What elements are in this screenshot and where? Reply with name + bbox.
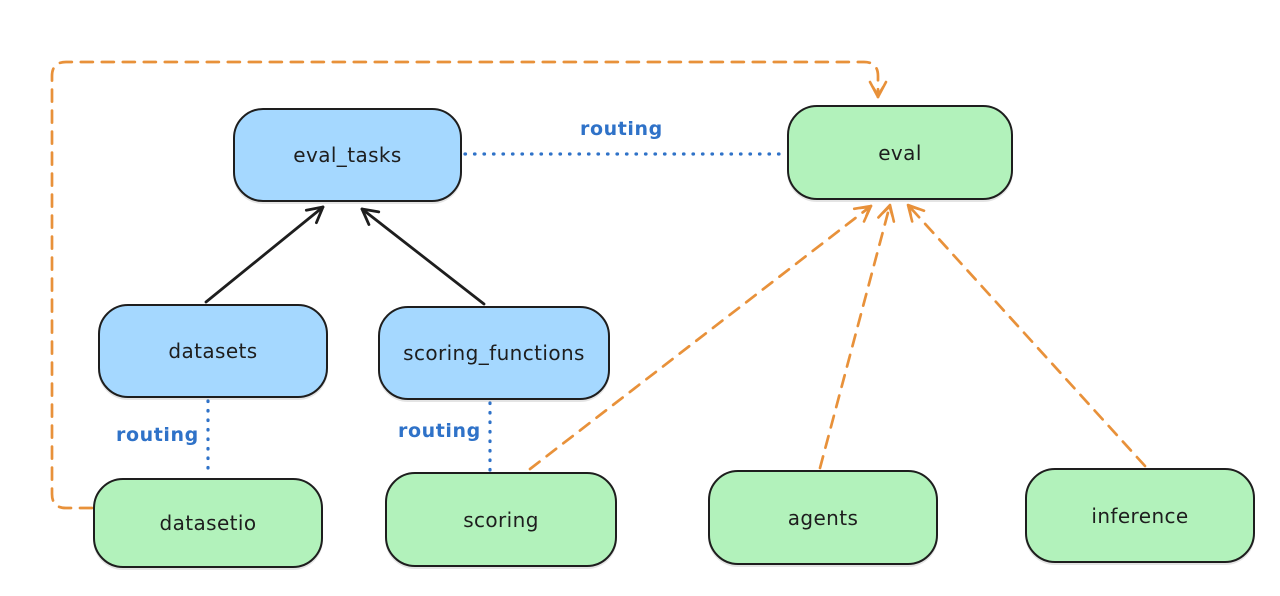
node-scoring-label: scoring	[463, 507, 539, 532]
node-datasetio-label: datasetio	[159, 511, 257, 535]
node-datasets-label: datasets	[168, 339, 258, 363]
node-scoring: scoring	[385, 472, 617, 567]
edge-label-routing-middle: routing	[398, 420, 481, 442]
node-scoring-functions-label: scoring_functions	[403, 341, 585, 365]
edge-label-routing-left: routing	[116, 424, 199, 446]
edge-agents-to-eval	[818, 203, 896, 470]
node-eval: eval	[787, 105, 1013, 200]
node-inference: inference	[1025, 468, 1255, 563]
edge-label-routing-top: routing	[580, 118, 663, 140]
node-eval-tasks-label: eval_tasks	[293, 143, 402, 167]
node-datasetio: datasetio	[93, 478, 323, 568]
node-inference-label: inference	[1091, 503, 1189, 528]
node-eval-label: eval	[878, 140, 922, 165]
edge-scoring-to-eval	[528, 204, 873, 471]
node-agents: agents	[708, 470, 938, 565]
edge-datasets-to-eval-tasks	[204, 205, 325, 304]
node-eval-tasks: eval_tasks	[233, 108, 462, 202]
node-agents-label: agents	[787, 505, 859, 530]
node-scoring-functions: scoring_functions	[378, 306, 610, 400]
node-datasets: datasets	[98, 304, 328, 398]
edge-scoring-functions-to-eval-tasks	[360, 207, 486, 306]
edge-inference-to-eval	[906, 203, 1147, 468]
